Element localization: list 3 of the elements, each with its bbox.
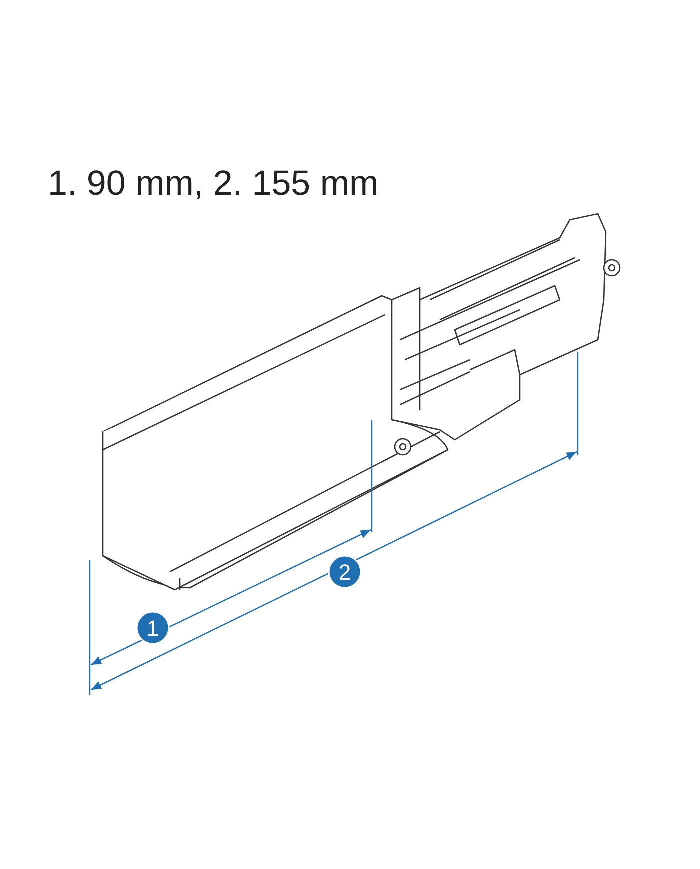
callout-number: 1 [136, 611, 170, 645]
dimension-note: 1. 90 mm, 2. 155 mm [48, 164, 379, 204]
callout-number: 2 [328, 555, 362, 589]
